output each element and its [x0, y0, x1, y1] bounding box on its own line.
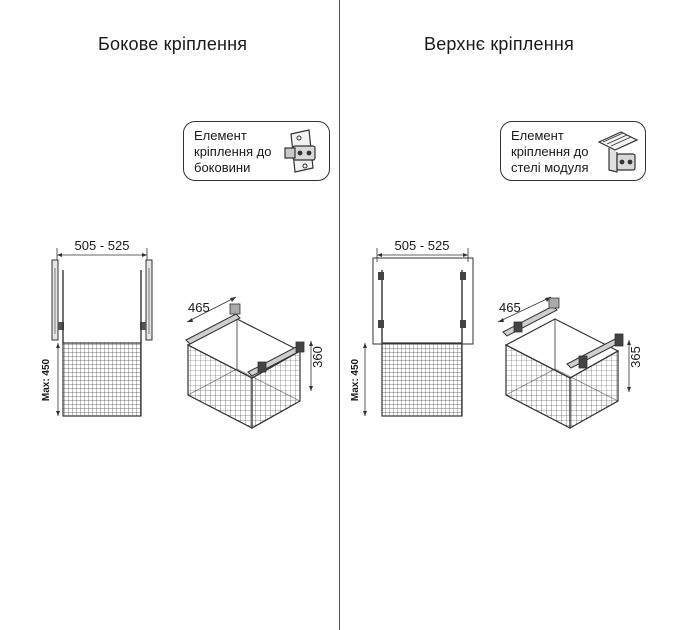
width-range-label: 505 - 525	[75, 238, 130, 253]
side-mount-panel: Бокове кріплення Елемент кріплення до бо…	[41, 34, 330, 430]
basket-isometric-view: 465 365	[497, 296, 643, 430]
width-range-label: 505 - 525	[395, 238, 450, 253]
top-mount-panel: Верхнє кріплення Елемент кріплення до ст…	[341, 0, 680, 630]
front-view: 505 - 525 Max: 450	[350, 238, 474, 417]
side-mount-drawing: 505 - 525 Max: 450 465	[41, 238, 325, 430]
front-view: 505 - 525 Max: 450	[41, 238, 153, 417]
max-height-label: Max: 450	[350, 358, 361, 401]
panel-title: Бокове кріплення	[98, 34, 248, 54]
depth-label: 465	[499, 300, 521, 315]
height-label: 360	[310, 346, 325, 368]
panel-divider	[339, 0, 341, 630]
side-mount-bracket-icon	[284, 129, 316, 173]
height-label: 365	[628, 346, 643, 368]
callout-text: Елемент кріплення до стелі модуля	[511, 128, 589, 175]
top-mount-drawing: 505 - 525 Max: 450 465	[350, 238, 643, 430]
callout-text: Елемент кріплення до боковини	[194, 128, 272, 175]
basket-front-mesh	[381, 342, 463, 417]
max-height-label: Max: 450	[41, 358, 52, 401]
basket-front-mesh	[62, 342, 142, 417]
mount-element-callout: Елемент кріплення до стелі модуля	[500, 121, 646, 181]
mount-element-callout: Елемент кріплення до боковини	[183, 121, 330, 181]
depth-label: 465	[188, 300, 210, 315]
top-mount-bracket-icon	[597, 131, 639, 173]
basket-isometric-view: 465 360	[185, 296, 325, 430]
panel-title: Верхнє кріплення	[424, 34, 574, 54]
